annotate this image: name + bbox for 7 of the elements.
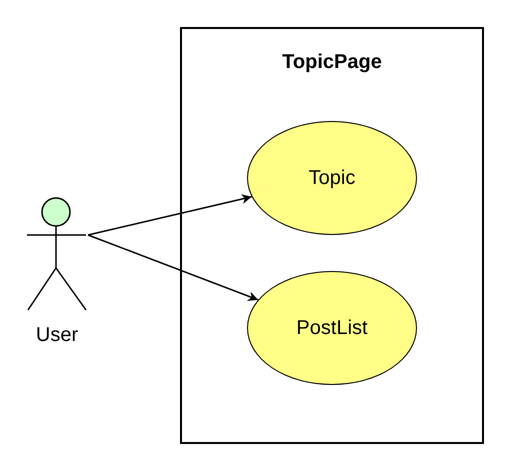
- use-case-ellipse: PostList: [247, 271, 417, 385]
- use-case-ellipse: Topic: [247, 121, 417, 235]
- arrow: [88, 234, 258, 301]
- system-boundary: [180, 27, 484, 444]
- actor-label: User: [36, 324, 78, 347]
- system-title: TopicPage: [281, 51, 383, 74]
- arrow: [88, 194, 252, 236]
